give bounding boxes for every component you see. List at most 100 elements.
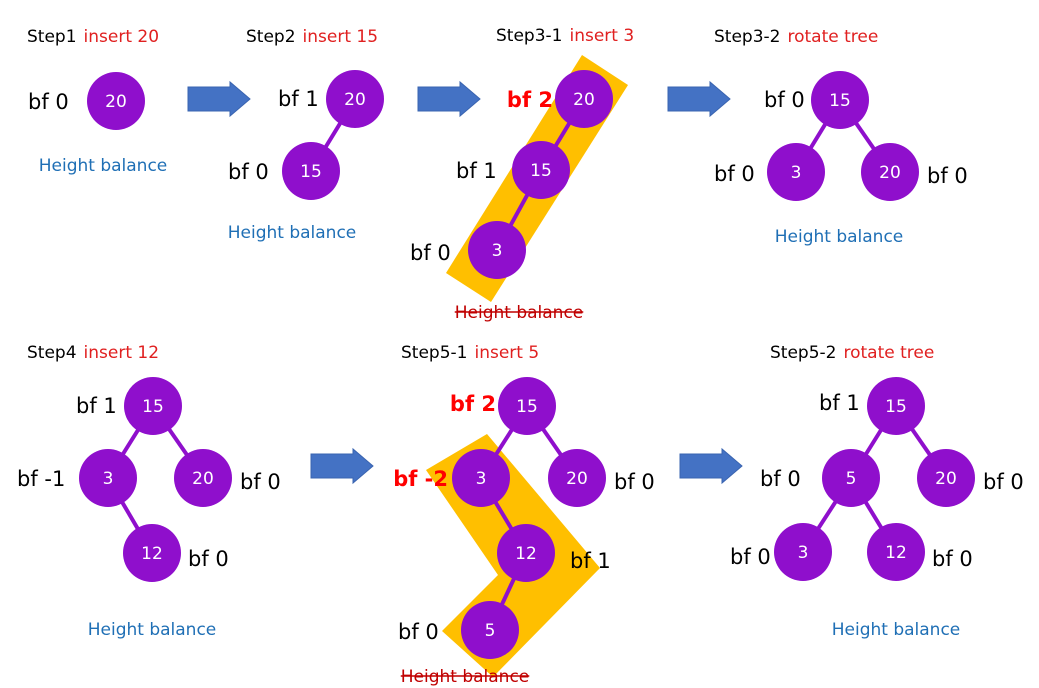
step-action: insert 12 bbox=[84, 343, 160, 363]
tree-node-step5-2-20 bbox=[917, 449, 975, 507]
step-arrow-1 bbox=[187, 80, 251, 118]
node-value: 20 bbox=[344, 90, 366, 110]
status-height-balanced: Height balance bbox=[228, 223, 357, 243]
tree-node-step3-1-20 bbox=[555, 70, 613, 128]
step-header-step5-2: Step5-2 rotate tree bbox=[770, 343, 934, 363]
step-header-step1: Step1 insert 20 bbox=[27, 27, 159, 47]
step-action: rotate tree bbox=[843, 343, 934, 363]
step-arrow-5 bbox=[679, 447, 743, 485]
balance-factor: bf 1 bbox=[76, 394, 117, 418]
node-value: 15 bbox=[530, 161, 552, 181]
node-value: 20 bbox=[935, 469, 957, 489]
tree-node-step3-1-3 bbox=[468, 221, 526, 279]
node-value: 3 bbox=[103, 469, 114, 489]
balance-factor: bf 0 bbox=[28, 90, 69, 114]
step-header-step5-1: Step5-1 insert 5 bbox=[401, 343, 539, 363]
balance-factor: bf 1 bbox=[819, 391, 860, 415]
node-value: 15 bbox=[142, 397, 164, 417]
status-height-balanced: Height balance bbox=[775, 227, 904, 247]
step-label: Step4 bbox=[27, 343, 77, 363]
step-header-step3-2: Step3-2 rotate tree bbox=[714, 27, 878, 47]
step-action: insert 20 bbox=[84, 27, 160, 47]
balance-factor: bf 0 bbox=[240, 470, 281, 494]
step-arrow-2 bbox=[417, 80, 481, 118]
tree-node-step5-2-3 bbox=[774, 523, 832, 581]
node-value: 12 bbox=[885, 543, 907, 563]
tree-node-step3-2-15 bbox=[811, 71, 869, 129]
tree-node-step5-2-12 bbox=[867, 523, 925, 581]
status-height-unbalanced: Height balance bbox=[401, 667, 530, 687]
labels-layer: bf 0 bf 1 bf 0 bf 2 bf 1 bf 0 bf 0 bf 0 bf 0 bf 1… bbox=[17, 26, 1024, 687]
node-value: 15 bbox=[885, 397, 907, 417]
tree-node-step2-15 bbox=[282, 142, 340, 200]
node-value: 20 bbox=[573, 90, 595, 110]
node-value: 20 bbox=[192, 469, 214, 489]
balance-factor: bf 0 bbox=[614, 470, 655, 494]
step-label: Step5-2 bbox=[770, 343, 836, 363]
tree-node-step5-1-3 bbox=[452, 449, 510, 507]
tree-node-step3-1-15 bbox=[512, 141, 570, 199]
step-header-step4: Step4 insert 12 bbox=[27, 343, 159, 363]
node-value: 5 bbox=[846, 469, 857, 489]
balance-factor: bf 1 bbox=[570, 549, 611, 573]
status-height-balanced: Height balance bbox=[39, 156, 168, 176]
step-arrows-layer bbox=[187, 80, 743, 485]
node-value: 3 bbox=[476, 469, 487, 489]
step-label: Step3-2 bbox=[714, 27, 780, 47]
node-value: 12 bbox=[141, 544, 163, 564]
step-arrow-3 bbox=[667, 80, 731, 118]
step-action: insert 5 bbox=[474, 343, 539, 363]
status-height-unbalanced: Height balance bbox=[455, 303, 584, 323]
tree-node-step5-1-12 bbox=[497, 524, 555, 582]
node-value: 3 bbox=[798, 543, 809, 563]
tree-node-step4-15 bbox=[124, 377, 182, 435]
step-action: insert 15 bbox=[303, 27, 379, 47]
balance-factor: bf -1 bbox=[17, 467, 65, 491]
tree-node-step1-20 bbox=[87, 72, 145, 130]
balance-factor: bf 0 bbox=[714, 162, 755, 186]
balance-factor: bf 0 bbox=[398, 620, 439, 644]
balance-factor: bf 0 bbox=[927, 164, 968, 188]
tree-node-step5-2-15 bbox=[867, 377, 925, 435]
step-header-step2: Step2 insert 15 bbox=[246, 27, 378, 47]
tree-node-step4-12 bbox=[123, 524, 181, 582]
tree-node-step3-2-20 bbox=[861, 143, 919, 201]
tree-node-step5-1-15 bbox=[498, 377, 556, 435]
tree-nodes-layer: 20 20 15 20 15 3 15 3 20 15 3 20 12 15 3 20 12 5 15 5 20 3 12 bbox=[79, 70, 975, 659]
node-value: 15 bbox=[300, 162, 322, 182]
step-arrow-4 bbox=[310, 447, 374, 485]
node-value: 20 bbox=[566, 469, 588, 489]
node-value: 15 bbox=[829, 91, 851, 111]
node-value: 20 bbox=[105, 92, 127, 112]
tree-node-step2-20 bbox=[326, 70, 384, 128]
balance-factor: bf 0 bbox=[188, 547, 229, 571]
step-action: rotate tree bbox=[787, 27, 878, 47]
node-value: 5 bbox=[485, 621, 496, 641]
balance-factor-alert: bf -2 bbox=[393, 467, 448, 491]
balance-factor: bf 0 bbox=[410, 241, 451, 265]
node-value: 3 bbox=[492, 241, 503, 261]
tree-node-step5-2-5 bbox=[822, 449, 880, 507]
tree-node-step4-3 bbox=[79, 449, 137, 507]
node-value: 3 bbox=[791, 163, 802, 183]
balance-factor: bf 0 bbox=[764, 88, 805, 112]
tree-node-step5-1-5 bbox=[461, 601, 519, 659]
node-value: 12 bbox=[515, 544, 537, 564]
tree-node-step5-1-20 bbox=[548, 449, 606, 507]
status-height-balanced: Height balance bbox=[88, 620, 217, 640]
tree-node-step4-20 bbox=[174, 449, 232, 507]
node-value: 15 bbox=[516, 397, 538, 417]
tree-node-step3-2-3 bbox=[767, 143, 825, 201]
step-label: Step5-1 bbox=[401, 343, 467, 363]
balance-factor-alert: bf 2 bbox=[507, 88, 553, 112]
balance-factor: bf 0 bbox=[730, 545, 771, 569]
balance-factor: bf 0 bbox=[760, 467, 801, 491]
step-label: Step1 bbox=[27, 27, 77, 47]
balance-factor: bf 1 bbox=[456, 159, 497, 183]
node-value: 20 bbox=[879, 163, 901, 183]
step-label: Step2 bbox=[246, 27, 296, 47]
step-action: insert 3 bbox=[569, 26, 634, 46]
balance-factor: bf 0 bbox=[228, 160, 269, 184]
balance-factor: bf 1 bbox=[278, 87, 319, 111]
